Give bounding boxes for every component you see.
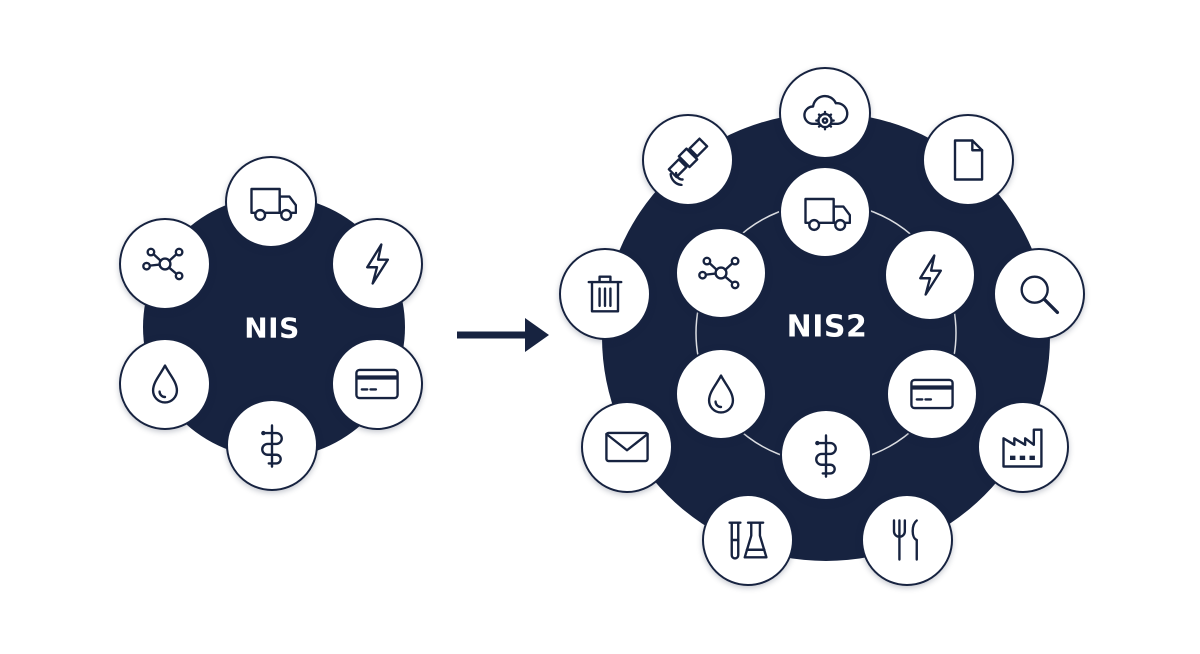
nis2-document-node xyxy=(922,114,1014,206)
trash-icon xyxy=(579,268,631,320)
nis-label: NIS xyxy=(244,311,300,345)
card-icon xyxy=(351,358,403,410)
card-icon xyxy=(906,368,958,420)
food-icon xyxy=(881,514,933,566)
medical-icon xyxy=(800,429,852,481)
nis2-factory-node xyxy=(977,401,1069,493)
nis-card-node xyxy=(331,338,423,430)
nis2-truck-node xyxy=(779,166,871,258)
nis2-card-node xyxy=(886,348,978,440)
nis2-mail-node xyxy=(581,401,673,493)
nis2-water-node xyxy=(675,348,767,440)
nis2-lightning-node xyxy=(884,229,976,321)
lightning-icon xyxy=(351,238,403,290)
satellite-icon xyxy=(662,134,714,186)
nis2-lab-node xyxy=(702,494,794,586)
document-icon xyxy=(942,134,994,186)
nis2-cloud-node xyxy=(779,67,871,159)
truck-icon xyxy=(799,186,851,238)
network-icon xyxy=(695,247,747,299)
water-drop-icon xyxy=(139,358,191,410)
medical-icon xyxy=(246,419,298,471)
truck-icon xyxy=(245,176,297,228)
lightning-icon xyxy=(904,249,956,301)
nis-network-node xyxy=(119,218,211,310)
network-icon xyxy=(139,238,191,290)
arrow-right-icon xyxy=(457,318,549,352)
nis2-medical-node xyxy=(780,409,872,501)
nis-water-node xyxy=(119,338,211,430)
factory-icon xyxy=(997,421,1049,473)
search-icon xyxy=(1013,268,1065,320)
nis-truck-node xyxy=(225,156,317,248)
nis2-label: NIS2 xyxy=(786,309,868,345)
lab-flask-icon xyxy=(722,514,774,566)
nis-lightning-node xyxy=(331,218,423,310)
nis2-trash-node xyxy=(559,248,651,340)
nis2-network-node xyxy=(675,227,767,319)
nis-medical-node xyxy=(226,399,318,491)
water-drop-icon xyxy=(695,368,747,420)
nis2-food-node xyxy=(861,494,953,586)
mail-icon xyxy=(601,421,653,473)
nis2-search-node xyxy=(993,248,1085,340)
cloud-gear-icon xyxy=(799,87,851,139)
nis2-satellite-node xyxy=(642,114,734,206)
